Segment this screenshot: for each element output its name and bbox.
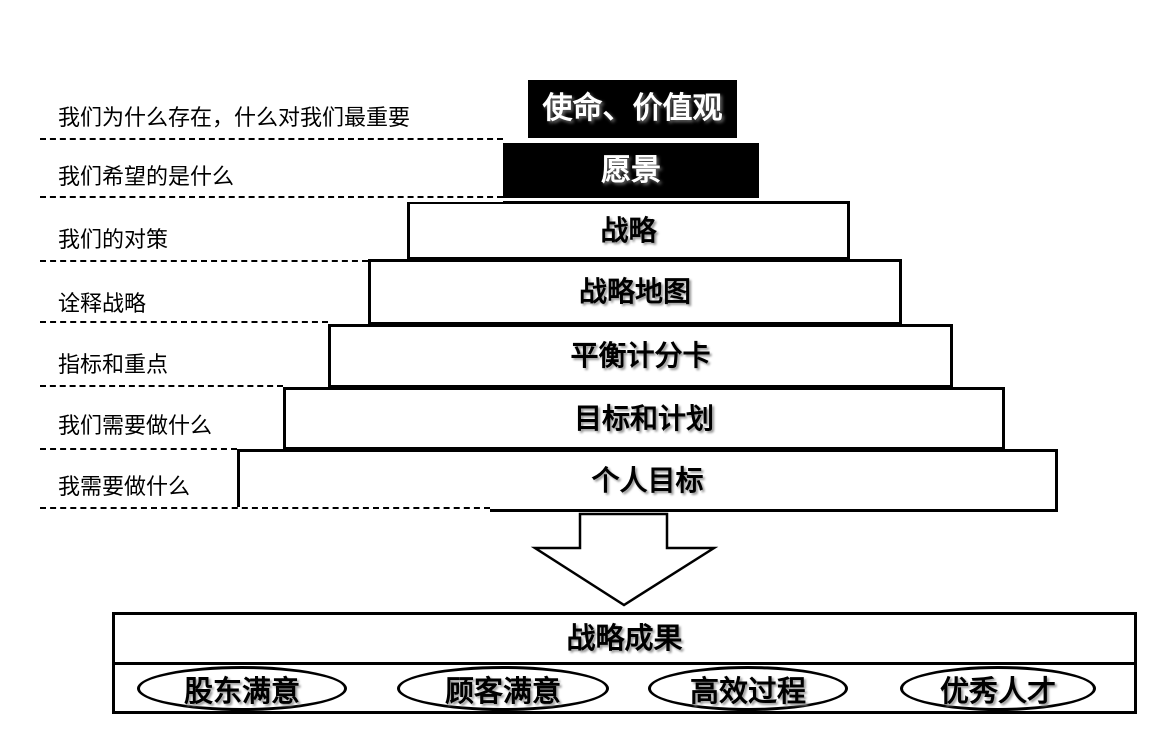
outcome-oval-shareholder: 股东满意 [137,666,347,711]
strategic-outcomes-title: 战略成果 [115,615,1134,665]
outcome-oval-process: 高效过程 [648,666,848,711]
left-label-strategy-map: 诠释战略 [58,292,147,317]
left-label-scorecard: 指标和重点 [58,353,169,378]
pyramid-level-strategy-map: 战略地图 [368,259,902,325]
dashed-separator-7 [40,507,490,513]
dashed-separator-5 [40,385,283,391]
left-label-goals: 我们需要做什么 [58,414,213,439]
pyramid-level-vision: 愿景 [503,143,759,198]
pyramid-level-goals-plans: 目标和计划 [283,387,1005,450]
left-label-vision: 我们希望的是什么 [58,165,235,190]
dashed-separator-4 [40,321,328,327]
pyramid-level-personal-goals: 个人目标 [237,449,1058,512]
pyramid-level-strategy: 战略 [407,201,850,260]
outcome-oval-customer: 顾客满意 [397,666,609,711]
left-label-mission: 我们为什么存在，什么对我们最重要 [58,106,411,131]
left-label-strategy: 我们的对策 [58,228,169,253]
pyramid-level-mission-values: 使命、价值观 [528,80,737,138]
dashed-separator-6 [40,448,237,454]
down-arrow-icon [530,512,720,608]
dashed-separator-1 [40,138,503,144]
left-label-personal: 我需要做什么 [58,475,191,500]
pyramid-level-balanced-scorecard: 平衡计分卡 [328,324,953,388]
dashed-separator-2 [40,196,503,202]
dashed-separator-3 [40,260,368,266]
outcome-oval-talent: 优秀人才 [900,666,1096,711]
